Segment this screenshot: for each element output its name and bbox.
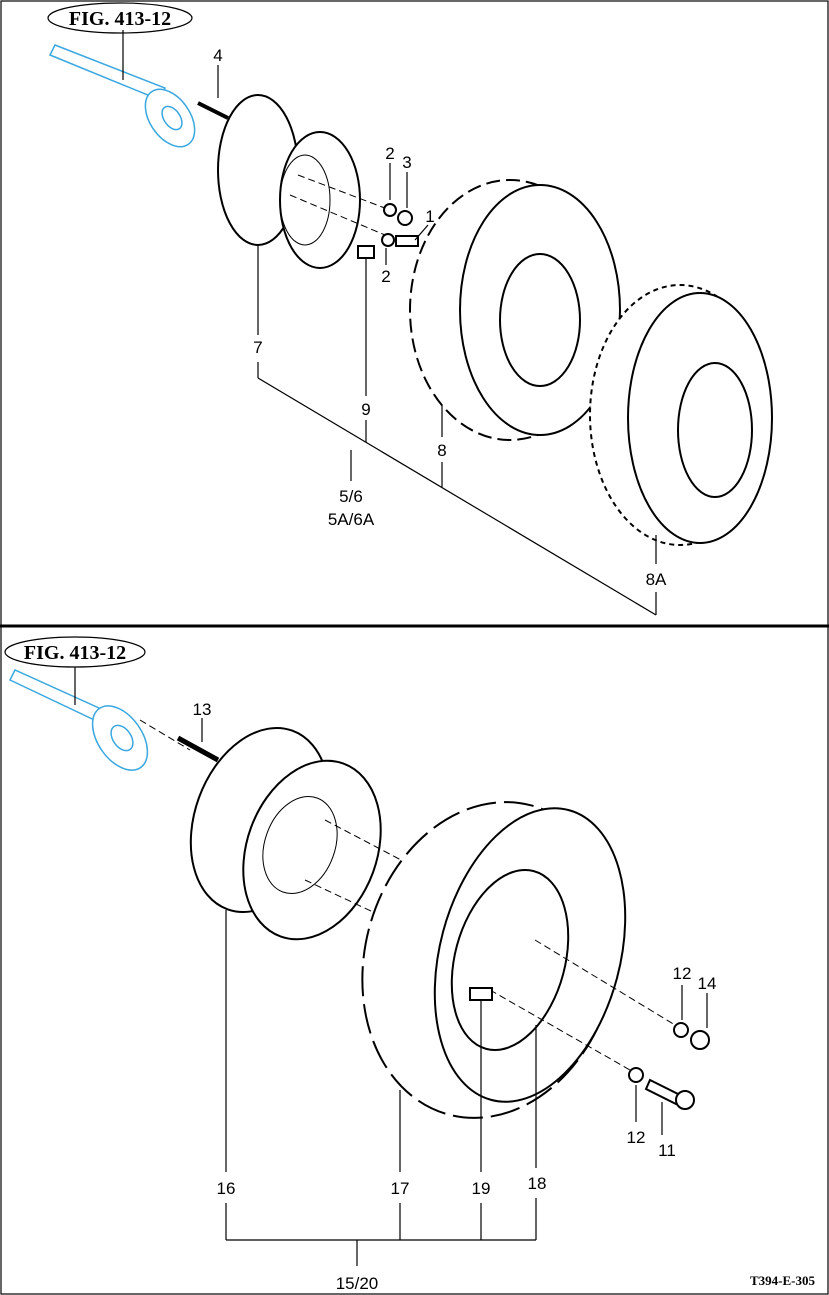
tire-8 [409,179,621,441]
rim-bottom [189,727,382,941]
callout-8a: 8A [646,570,667,589]
washer-12b [628,1067,644,1083]
callout-15-20: 15/20 [336,1274,379,1293]
callout-11: 11 [658,1141,676,1160]
fig-ref-top[interactable]: FIG. 413-12 [47,2,193,34]
callout-12a: 12 [673,964,692,983]
callout-2b: 2 [381,267,390,286]
callout-3: 3 [402,153,411,172]
callout-4: 4 [213,46,222,65]
bracket-top [257,362,657,616]
valve-19 [469,987,493,1001]
axle-shaft-top [48,44,196,148]
callout-18: 18 [528,1174,547,1193]
axle-shaft-bottom [8,669,149,771]
callout-12b: 12 [627,1128,646,1147]
nut-3 [397,210,413,226]
callout-1: 1 [425,207,434,226]
callout-7: 7 [253,338,262,357]
callout-5a-6a: 5A/6A [328,510,375,529]
callout-14: 14 [698,974,717,993]
stud-bolt-13 [176,735,220,763]
fig-ref-bottom-label: FIG. 413-12 [24,642,126,664]
callout-9: 9 [361,400,370,419]
callouts-top: 4 2 3 1 2 7 9 8 5/6 5A/6A 8A [213,46,667,589]
tire-8a [589,284,773,546]
callout-16: 16 [217,1179,236,1198]
fig-ref-bottom[interactable]: FIG. 413-12 [4,636,146,668]
washer-12a [673,1022,689,1038]
stud-bolt-4 [197,101,229,120]
callout-17: 17 [391,1179,410,1198]
callout-8: 8 [437,441,446,460]
callout-2a: 2 [385,144,394,163]
valve-9 [357,245,375,259]
callout-5-6: 5/6 [339,487,363,506]
callout-13: 13 [193,700,212,719]
bolt-1 [395,235,419,247]
washer-2b [381,233,395,247]
callout-19: 19 [472,1179,491,1198]
bracket-bottom [225,1198,537,1266]
fig-ref-top-label: FIG. 413-12 [69,8,171,30]
bolt-11 [644,1078,695,1110]
washer-2a [383,203,397,217]
drawing-code: T394-E-305 [750,1273,816,1288]
rim-top [217,94,361,269]
callouts-bottom: 13 12 14 12 11 16 17 19 18 15/20 [193,700,717,1293]
nut-14 [690,1030,710,1050]
tire-17 [361,801,627,1119]
